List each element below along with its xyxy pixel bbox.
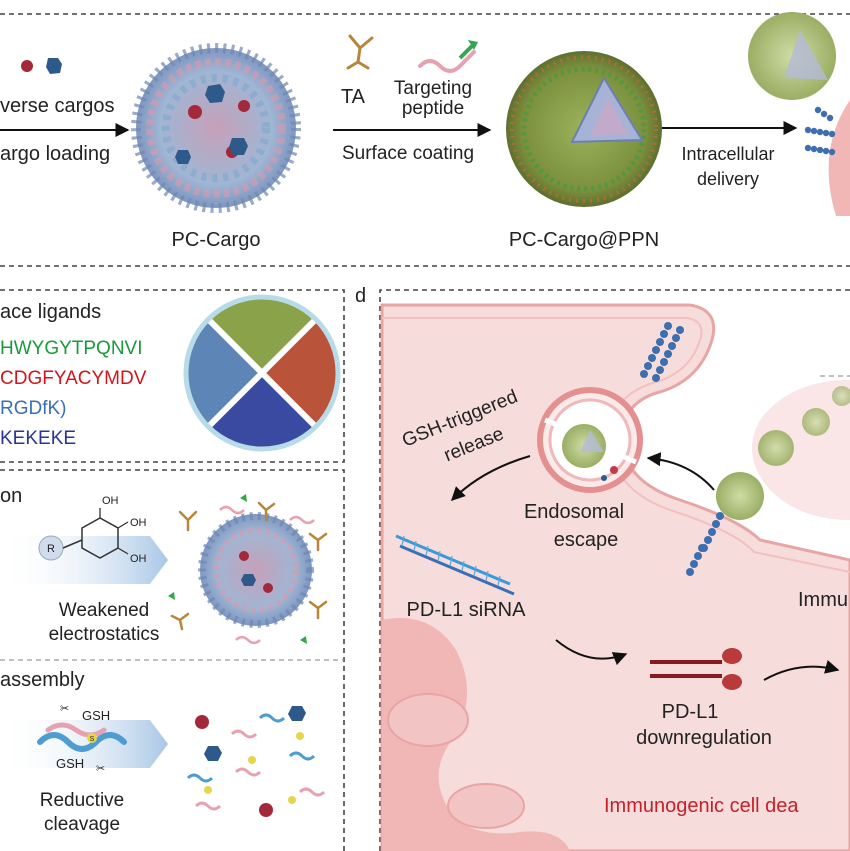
cargo-label-line2: argo loading bbox=[0, 143, 110, 165]
immu-label: Immu bbox=[798, 589, 848, 611]
targeting-peptide-line2: peptide bbox=[402, 98, 464, 119]
panel-b-title: ace ligands bbox=[0, 301, 101, 323]
gsh-bottom-label: GSH bbox=[56, 756, 84, 771]
arrow-to-downregulation bbox=[555, 639, 628, 666]
receptor-chains-top bbox=[804, 106, 836, 156]
panel-b: ace ligands HWYGYTPQNVI CDGFYACYMDV RGDf… bbox=[0, 289, 345, 463]
panel-a: verse cargos argo loading PC-Cargo TA T bbox=[0, 12, 850, 267]
organelle-2 bbox=[447, 783, 525, 829]
ta-label: TA bbox=[341, 86, 366, 108]
endosomal-line2: escape bbox=[554, 529, 619, 551]
panel-d-border bbox=[379, 289, 850, 851]
ligand-1: HWYGYTPQNVI bbox=[0, 338, 143, 359]
panel-c-title: on bbox=[0, 485, 22, 507]
disulfide-s-label: S bbox=[90, 736, 95, 743]
pc-cargo-label: PC-Cargo bbox=[172, 229, 261, 251]
panel-d-letter: d bbox=[355, 285, 366, 307]
reductive-arrow-band bbox=[0, 720, 168, 768]
oh-label-1: OH bbox=[102, 495, 119, 507]
nucleus bbox=[382, 618, 570, 851]
pc-cargo-nanoparticle bbox=[131, 43, 301, 213]
oh-label-2: OH bbox=[130, 517, 147, 529]
disulfide-polymer-icon: S ✂ ✂ bbox=[37, 703, 127, 775]
organelle-1 bbox=[387, 693, 469, 747]
endosomal-line1: Endosomal bbox=[524, 501, 624, 523]
released-cargos-and-polymers bbox=[186, 706, 326, 817]
pdl1-line1: PD-L1 bbox=[662, 701, 719, 723]
ppn-particle-2 bbox=[758, 430, 794, 466]
ligand-quadrant-sphere bbox=[183, 294, 341, 452]
weakened-line2: electrostatics bbox=[49, 624, 160, 645]
targeting-peptide-icon bbox=[418, 40, 478, 73]
sirna-label: PD-L1 siRNA bbox=[407, 599, 527, 621]
ppn-particle-3 bbox=[802, 408, 830, 436]
tannic-structure-icon: R OH OH OH bbox=[38, 495, 147, 565]
endosome bbox=[537, 387, 643, 493]
oh-label-3: OH bbox=[130, 553, 147, 565]
scissors-icon-top: ✂ bbox=[60, 703, 69, 715]
cargo-dot-red bbox=[21, 60, 33, 72]
pdl1-line2: downregulation bbox=[636, 727, 772, 749]
gsh-top-label: GSH bbox=[82, 708, 110, 723]
ligand-2: CDGFYACYMDV bbox=[0, 368, 147, 389]
reductive-line1: Reductive bbox=[40, 790, 125, 811]
surface-coating-label: Surface coating bbox=[342, 143, 474, 164]
intracellular-line1: Intracellular bbox=[681, 144, 774, 164]
tannic-acid-icon bbox=[346, 34, 374, 70]
cargo-label-line1: verse cargos bbox=[0, 95, 115, 117]
sirna-duplex bbox=[395, 534, 515, 596]
panel-c2-title: assembly bbox=[0, 669, 84, 691]
ligand-4: KEKEKE bbox=[0, 428, 76, 449]
cell-edge-top bbox=[828, 100, 850, 216]
arrow-to-immune bbox=[763, 660, 840, 681]
disassembling-nanoparticle bbox=[168, 494, 328, 645]
pd-l1-protein-icon bbox=[650, 648, 742, 690]
targeting-peptide-line1: Targeting bbox=[394, 78, 472, 99]
scissors-icon-bottom: ✂ bbox=[96, 763, 105, 775]
pc-cargo-ppn-label: PC-Cargo@PPN bbox=[509, 229, 659, 251]
immunogenic-cell-death-label: Immunogenic cell dea bbox=[604, 795, 799, 817]
ppn-particle-1 bbox=[716, 472, 764, 520]
panel-d: d bbox=[355, 285, 850, 851]
weakened-line1: Weakened bbox=[59, 600, 150, 621]
reductive-line2: cleavage bbox=[44, 814, 120, 835]
receptor-chain-top bbox=[640, 322, 684, 382]
panel-c-border bbox=[0, 469, 345, 851]
r-group-label: R bbox=[47, 543, 55, 555]
arrow-to-endosome bbox=[646, 452, 715, 491]
ppn-particle-4 bbox=[832, 386, 850, 406]
intracellular-line2: delivery bbox=[697, 169, 759, 189]
pc-cargo-ppn-nanoparticle bbox=[506, 51, 662, 207]
ppn-particle-core bbox=[784, 30, 828, 80]
panel-b-border bbox=[0, 289, 345, 463]
arrow-gsh-release bbox=[451, 455, 531, 501]
cell-body bbox=[380, 303, 850, 851]
ligand-3: RGDfK) bbox=[0, 398, 67, 419]
cargo-protein-blue bbox=[46, 58, 62, 74]
panel-c: on R OH OH OH Weakened electrostatics bbox=[0, 469, 345, 851]
